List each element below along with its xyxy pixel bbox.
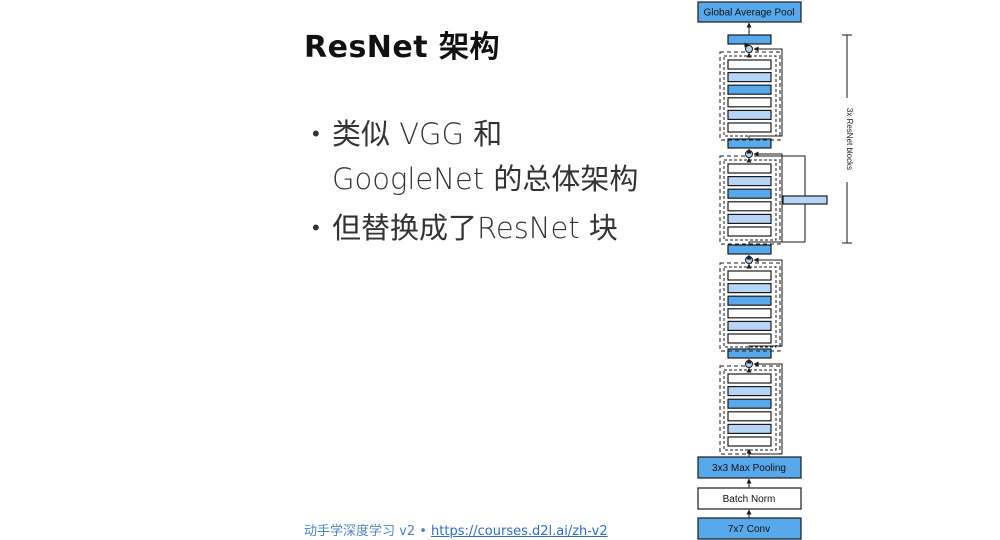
bullet-item: • 类似 VGG 和 GoogleNet 的总体架构 [312,112,652,202]
sum-node [745,360,753,368]
connector-bar [727,244,772,255]
connector-bar [727,34,772,45]
resnet-layer-white [727,436,772,447]
sum-node [745,256,753,264]
resnet-layer-light [727,283,772,294]
resnet-layer-light [727,213,772,224]
resnet-layer-white [727,201,772,212]
bullet-text: 类似 VGG 和 GoogleNet 的总体架构 [332,117,639,196]
resnet-layer-white [727,333,772,344]
resnet-layer-white [727,59,772,70]
resnet-layer-white [727,373,772,384]
resnet-layer-white [727,122,772,133]
side-label-text: 3x ResNet blocks [845,108,854,170]
global-average-pool-box-label: Global Average Pool [704,8,795,19]
downsample-skip-line [749,204,806,243]
bullet-dot: • [312,216,320,241]
global-average-pool-box [697,1,802,23]
resnet-layer-light [727,423,772,434]
resnet-layer-light [727,176,772,187]
resnet-layer-white [727,226,772,237]
batch-norm-box-label: Batch Norm [723,494,776,505]
resnet-layer-light [727,386,772,397]
skip-connection-line [748,257,783,349]
sum-node [745,150,753,158]
footer-link[interactable]: https://courses.d2l.ai/zh-v2 [431,524,608,539]
bullet-list: • 类似 VGG 和 GoogleNet 的总体架构 • 但替换成了ResNet 块 [312,112,652,255]
resnet-layer-white [727,411,772,422]
downsample-skip-line [754,155,806,196]
resnet-layer-dark [727,398,772,409]
resnet-layer-light [727,320,772,331]
resnet-layer-white [727,97,772,108]
skip-connection-line [748,46,783,139]
side-label-backdrop [838,98,856,182]
downsample-conv-1x1 [782,195,828,205]
connector-bar [727,348,772,359]
bullet-item: • 但替换成了ResNet 块 [312,206,652,251]
bullet-dot: • [312,122,320,147]
skip-connection-line [748,361,783,457]
resnet-layer-light [727,109,772,121]
resnet-layer-dark [727,188,772,199]
sum-node [745,45,753,53]
resnet-layer-dark [727,295,772,306]
max-pooling-box-label: 3x3 Max Pooling [712,463,786,474]
bullet-text: 但替换成了ResNet 块 [332,211,618,245]
conv-7x7-box-label: 7x7 Conv [728,524,770,535]
footer-text: 动手学深度学习 v2 • [304,524,432,539]
footer: 动手学深度学习 v2 • https://courses.d2l.ai/zh-v… [304,520,608,539]
resnet-layer-white [727,308,772,319]
resnet-layer-dark [727,84,772,95]
slide-title: ResNet 架构 [304,30,501,65]
resnet-layer-light [727,71,772,83]
resnet-layer-white [727,163,772,174]
resnet-layer-white [727,270,772,281]
